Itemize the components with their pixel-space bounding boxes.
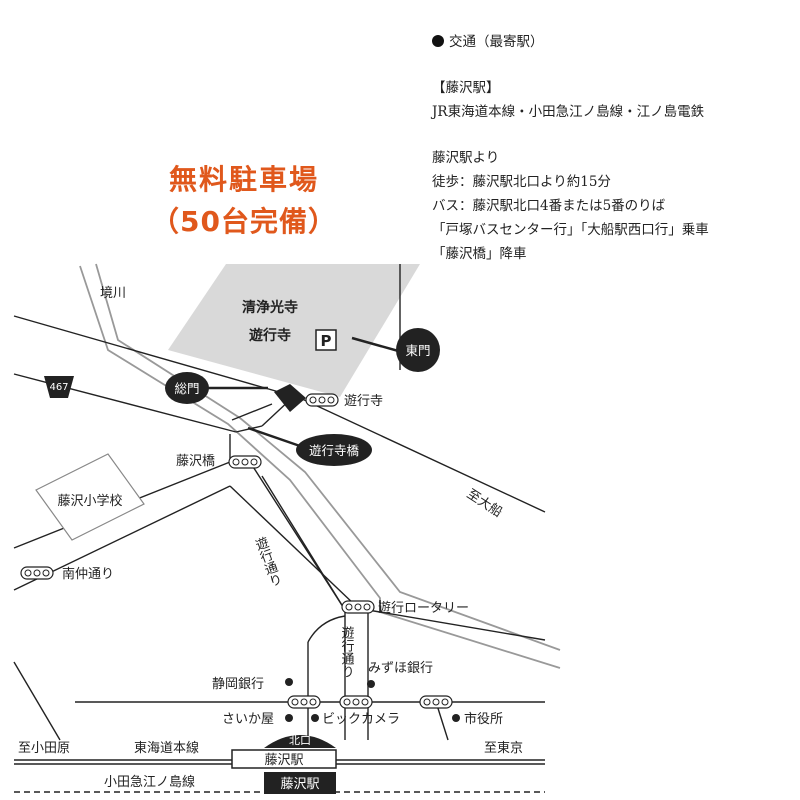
east-gate-pointer: [351, 336, 403, 354]
north-exit-label: 北口: [289, 734, 311, 747]
mizuho-bank-label: みずほ銀行: [368, 661, 433, 676]
odakyu-station-label: 藤沢駅: [280, 777, 319, 792]
east-gate-callout: [396, 328, 440, 372]
to-odawara-label: 至小田原: [18, 741, 70, 756]
landmark-dot-icon: [285, 678, 293, 686]
station-name: 【藤沢駅】: [432, 80, 500, 96]
landmark-dots: [285, 678, 460, 722]
north-exit-shape: [264, 735, 336, 748]
signal-lamps: [24, 396, 449, 706]
yugyo-dori-label-1: 遊行通り: [251, 535, 284, 590]
main-gate-callout: [165, 372, 209, 404]
odakyu-line-label: 小田急江ノ島線: [104, 774, 195, 790]
saikaya-label: さいか屋: [222, 712, 274, 727]
parking-title: 無料駐車場: [168, 163, 319, 196]
signal-icon: [228, 455, 262, 469]
bridge-label: 遊行寺橋: [309, 443, 360, 458]
landmark-dot-icon: [367, 680, 375, 688]
school-outline: [35, 453, 145, 541]
bus-info: バス：藤沢駅北口4番または5番のりば: [432, 198, 666, 214]
signal-icon: [305, 393, 339, 407]
to-tokyo-label: 至東京: [484, 740, 523, 756]
bridge-pointer: [247, 426, 301, 448]
signal-icon: [287, 695, 321, 709]
signal-icon: [341, 600, 375, 614]
jr-station-box: [231, 749, 337, 769]
parking-capacity: （50台完備）: [151, 205, 337, 238]
from-station: 藤沢駅より: [432, 150, 500, 166]
walk-info: 徒歩：藤沢駅北口より約15分: [432, 174, 611, 190]
bridge-callout: [296, 434, 372, 466]
signal-fujisawabashi-label: 藤沢橋: [176, 454, 215, 469]
yugyo-dori-label-2: 遊行通り: [339, 626, 355, 678]
shizuoka-bank-label: 静岡銀行: [212, 677, 264, 692]
river-label: 境川: [100, 286, 126, 301]
landmark-dot-icon: [311, 714, 319, 722]
temple-name-2: 遊行寺: [249, 327, 291, 344]
landmark-dot-icon: [285, 714, 293, 722]
route-number: 467: [49, 382, 68, 393]
bus-stop: 「藤沢橋」降車: [432, 246, 527, 262]
signal-rotary-label: 遊行ロータリー: [378, 601, 469, 616]
parking-icon-letter: P: [321, 332, 332, 350]
east-gate-label: 東門: [405, 343, 430, 358]
access-heading: 交通（最寄駅）: [432, 30, 792, 54]
signal-minaminaka-label: 南仲通り: [62, 566, 114, 582]
city-hall-label: 市役所: [464, 711, 503, 727]
school-label: 藤沢小学校: [57, 493, 122, 509]
signal-yugyoji-label: 遊行寺: [344, 394, 383, 409]
to-ofuna-label: 至大船: [464, 487, 505, 521]
free-parking: 無料駐車場 （50台完備）: [124, 160, 364, 244]
parking-icon: [315, 329, 337, 351]
main-gate-label: 総門: [174, 381, 199, 396]
route-467-shield-icon: [44, 376, 74, 398]
signal-icon: [20, 566, 54, 580]
temple-name-1: 清浄光寺: [242, 299, 298, 316]
landmark-dot-icon: [452, 714, 460, 722]
bic-camera-label: ビックカメラ: [322, 712, 400, 727]
access-info: 交通（最寄駅） 【藤沢駅】 JR東海道本線・小田急江ノ島線・江ノ島電鉄 藤沢駅よ…: [432, 30, 792, 266]
station-lines: JR東海道本線・小田急江ノ島線・江ノ島電鉄: [432, 104, 705, 120]
jr-station-label: 藤沢駅: [264, 753, 303, 768]
signal-icon: [339, 695, 373, 709]
bus-routes: 「戸塚バスセンター行」「大船駅西口行」乗車: [432, 222, 709, 238]
signal-icon: [419, 695, 453, 709]
tokaido-line-label: 東海道本線: [134, 740, 199, 756]
temple-grounds: [168, 264, 420, 397]
bullet-icon: [432, 35, 444, 47]
main-gate-building-icon: [274, 384, 306, 412]
odakyu-station-box: [264, 772, 336, 794]
